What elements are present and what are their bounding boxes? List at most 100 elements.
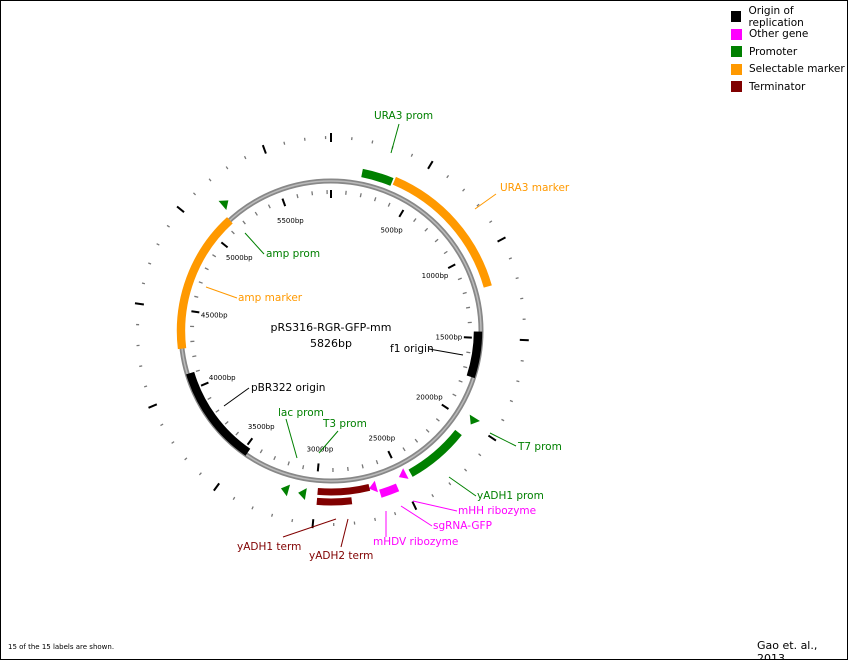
inner-tick — [259, 449, 263, 454]
feature-label: lac prom — [278, 407, 324, 419]
outer-tick — [464, 468, 468, 472]
outer-tick — [501, 418, 505, 422]
leader-line — [205, 286, 238, 299]
outer-tick — [251, 506, 254, 510]
inner-tick — [242, 220, 246, 225]
leader-line — [285, 418, 298, 459]
outer-tick — [489, 220, 493, 224]
leader-line — [223, 387, 250, 407]
inner-tick — [311, 191, 314, 196]
tick-label: 5000bp — [226, 254, 253, 262]
outer-tick — [225, 166, 229, 170]
tick-label: 500bp — [380, 227, 403, 235]
inner-tick — [191, 310, 200, 314]
legend-swatch — [731, 46, 742, 58]
inner-tick — [463, 365, 468, 369]
outer-tick — [166, 224, 170, 228]
inner-tick — [215, 409, 220, 413]
leader-line — [340, 518, 349, 548]
inner-tick — [462, 291, 467, 295]
inner-tick — [414, 438, 419, 443]
outer-tick — [148, 262, 152, 265]
legend-item-origin: Origin of replication — [731, 4, 847, 29]
inner-tick — [254, 211, 258, 216]
outer-tick — [243, 155, 247, 160]
feature-t7-prom — [469, 414, 480, 425]
outer-tick — [393, 511, 397, 516]
inner-tick — [375, 460, 379, 465]
inner-tick — [447, 263, 456, 270]
outer-tick — [431, 494, 435, 498]
inner-tick — [192, 355, 197, 358]
inner-tick — [224, 421, 229, 425]
tick-label: 2000bp — [416, 393, 443, 401]
outer-tick — [134, 302, 145, 306]
plasmid-name: pRS316-RGR-GFP-mm — [271, 321, 392, 334]
feature-label: f1 origin — [390, 343, 434, 355]
inner-tick — [387, 450, 393, 459]
inner-tick — [194, 295, 199, 298]
outer-tick — [371, 140, 374, 144]
feature-f1-origin — [466, 331, 483, 379]
outer-tick — [497, 236, 506, 243]
outer-tick — [516, 380, 520, 383]
legend-item-other-gene: Other gene — [731, 26, 847, 44]
leader-line — [400, 505, 433, 527]
feature-label: URA3 prom — [374, 110, 433, 122]
outer-tick — [139, 365, 143, 368]
legend: Origin of replication Other gene Promote… — [731, 4, 847, 96]
feature-label: sgRNA-GFP — [433, 520, 492, 532]
inner-tick — [207, 396, 212, 400]
inner-tick — [220, 241, 229, 249]
inner-tick — [452, 393, 457, 397]
outer-tick — [291, 518, 294, 523]
inner-tick — [413, 218, 417, 223]
inner-tick — [316, 463, 320, 472]
inner-tick — [296, 194, 299, 199]
feature-pbr322-origin — [186, 371, 251, 456]
legend-label: Origin of replication — [748, 4, 804, 29]
tick-label: 1500bp — [436, 334, 463, 342]
outer-tick — [509, 399, 514, 403]
feature-ura3-prom — [361, 168, 394, 186]
inner-tick — [402, 447, 406, 452]
tick-marks: 500bp1000bp1500bp2000bp2500bp3000bp3500b… — [134, 133, 529, 529]
outer-tick — [213, 482, 220, 492]
inner-tick — [235, 431, 240, 436]
outer-tick — [208, 178, 212, 182]
feature-label: URA3 marker — [500, 182, 570, 194]
legend-swatch — [731, 11, 742, 23]
legend-item-promoter: Promoter — [731, 43, 847, 61]
outer-tick — [462, 188, 466, 192]
tick-label: 3000bp — [307, 445, 334, 453]
inner-tick — [195, 369, 200, 373]
outer-tick — [427, 160, 434, 170]
outer-tick — [143, 385, 148, 388]
outer-tick — [261, 144, 267, 154]
inner-tick — [398, 209, 405, 218]
feature-yadh2-term — [316, 497, 353, 506]
outer-tick — [448, 482, 452, 486]
outer-tick — [176, 205, 185, 213]
feature-amp-prom — [218, 200, 229, 211]
inner-tick — [373, 197, 377, 202]
outer-tick — [160, 423, 164, 427]
outer-tick — [446, 175, 450, 179]
features — [176, 168, 492, 506]
inner-tick — [443, 250, 448, 255]
outer-tick — [487, 434, 497, 442]
feature-label: yADH1 prom — [477, 490, 544, 502]
outer-tick — [411, 501, 418, 511]
outer-tick — [141, 282, 146, 285]
feature-label: amp prom — [266, 248, 320, 260]
feature-label: T3 prom — [322, 418, 367, 430]
inner-tick — [425, 429, 430, 433]
feature-ura3-marker — [392, 176, 492, 288]
outer-tick — [515, 277, 519, 280]
leader-line — [244, 232, 265, 255]
feature-label: amp marker — [238, 292, 303, 304]
inner-tick — [273, 455, 277, 461]
legend-label: Selectable marker — [749, 63, 845, 76]
